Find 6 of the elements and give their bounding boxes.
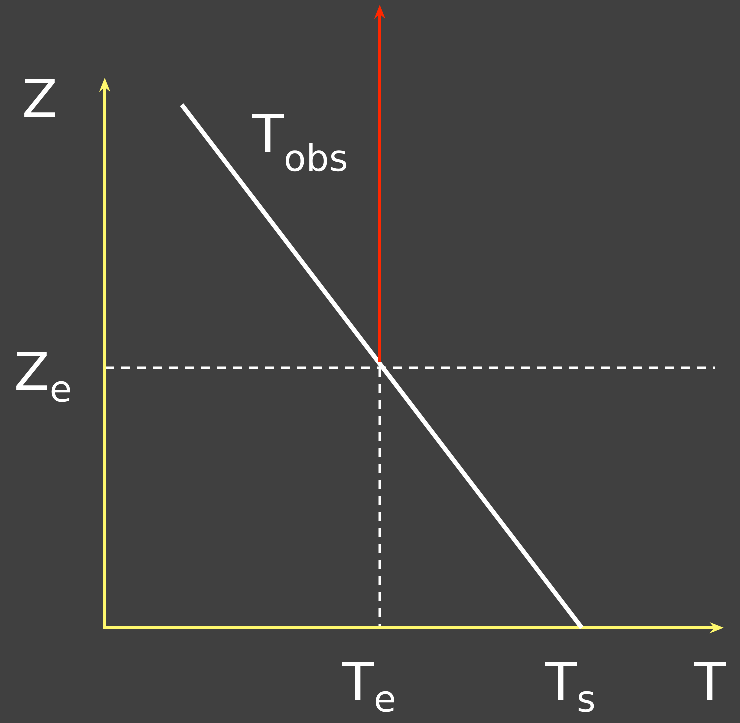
axis-label: T$_{obs}$ (252, 114, 347, 172)
axis-label: T$_{e}$ (342, 662, 394, 712)
axis-label: Z$_{e}$ (16, 352, 70, 402)
axis-label: Z (24, 79, 56, 117)
axis-label: T$_{s}$ (545, 662, 594, 712)
axis-label: T (694, 662, 726, 700)
